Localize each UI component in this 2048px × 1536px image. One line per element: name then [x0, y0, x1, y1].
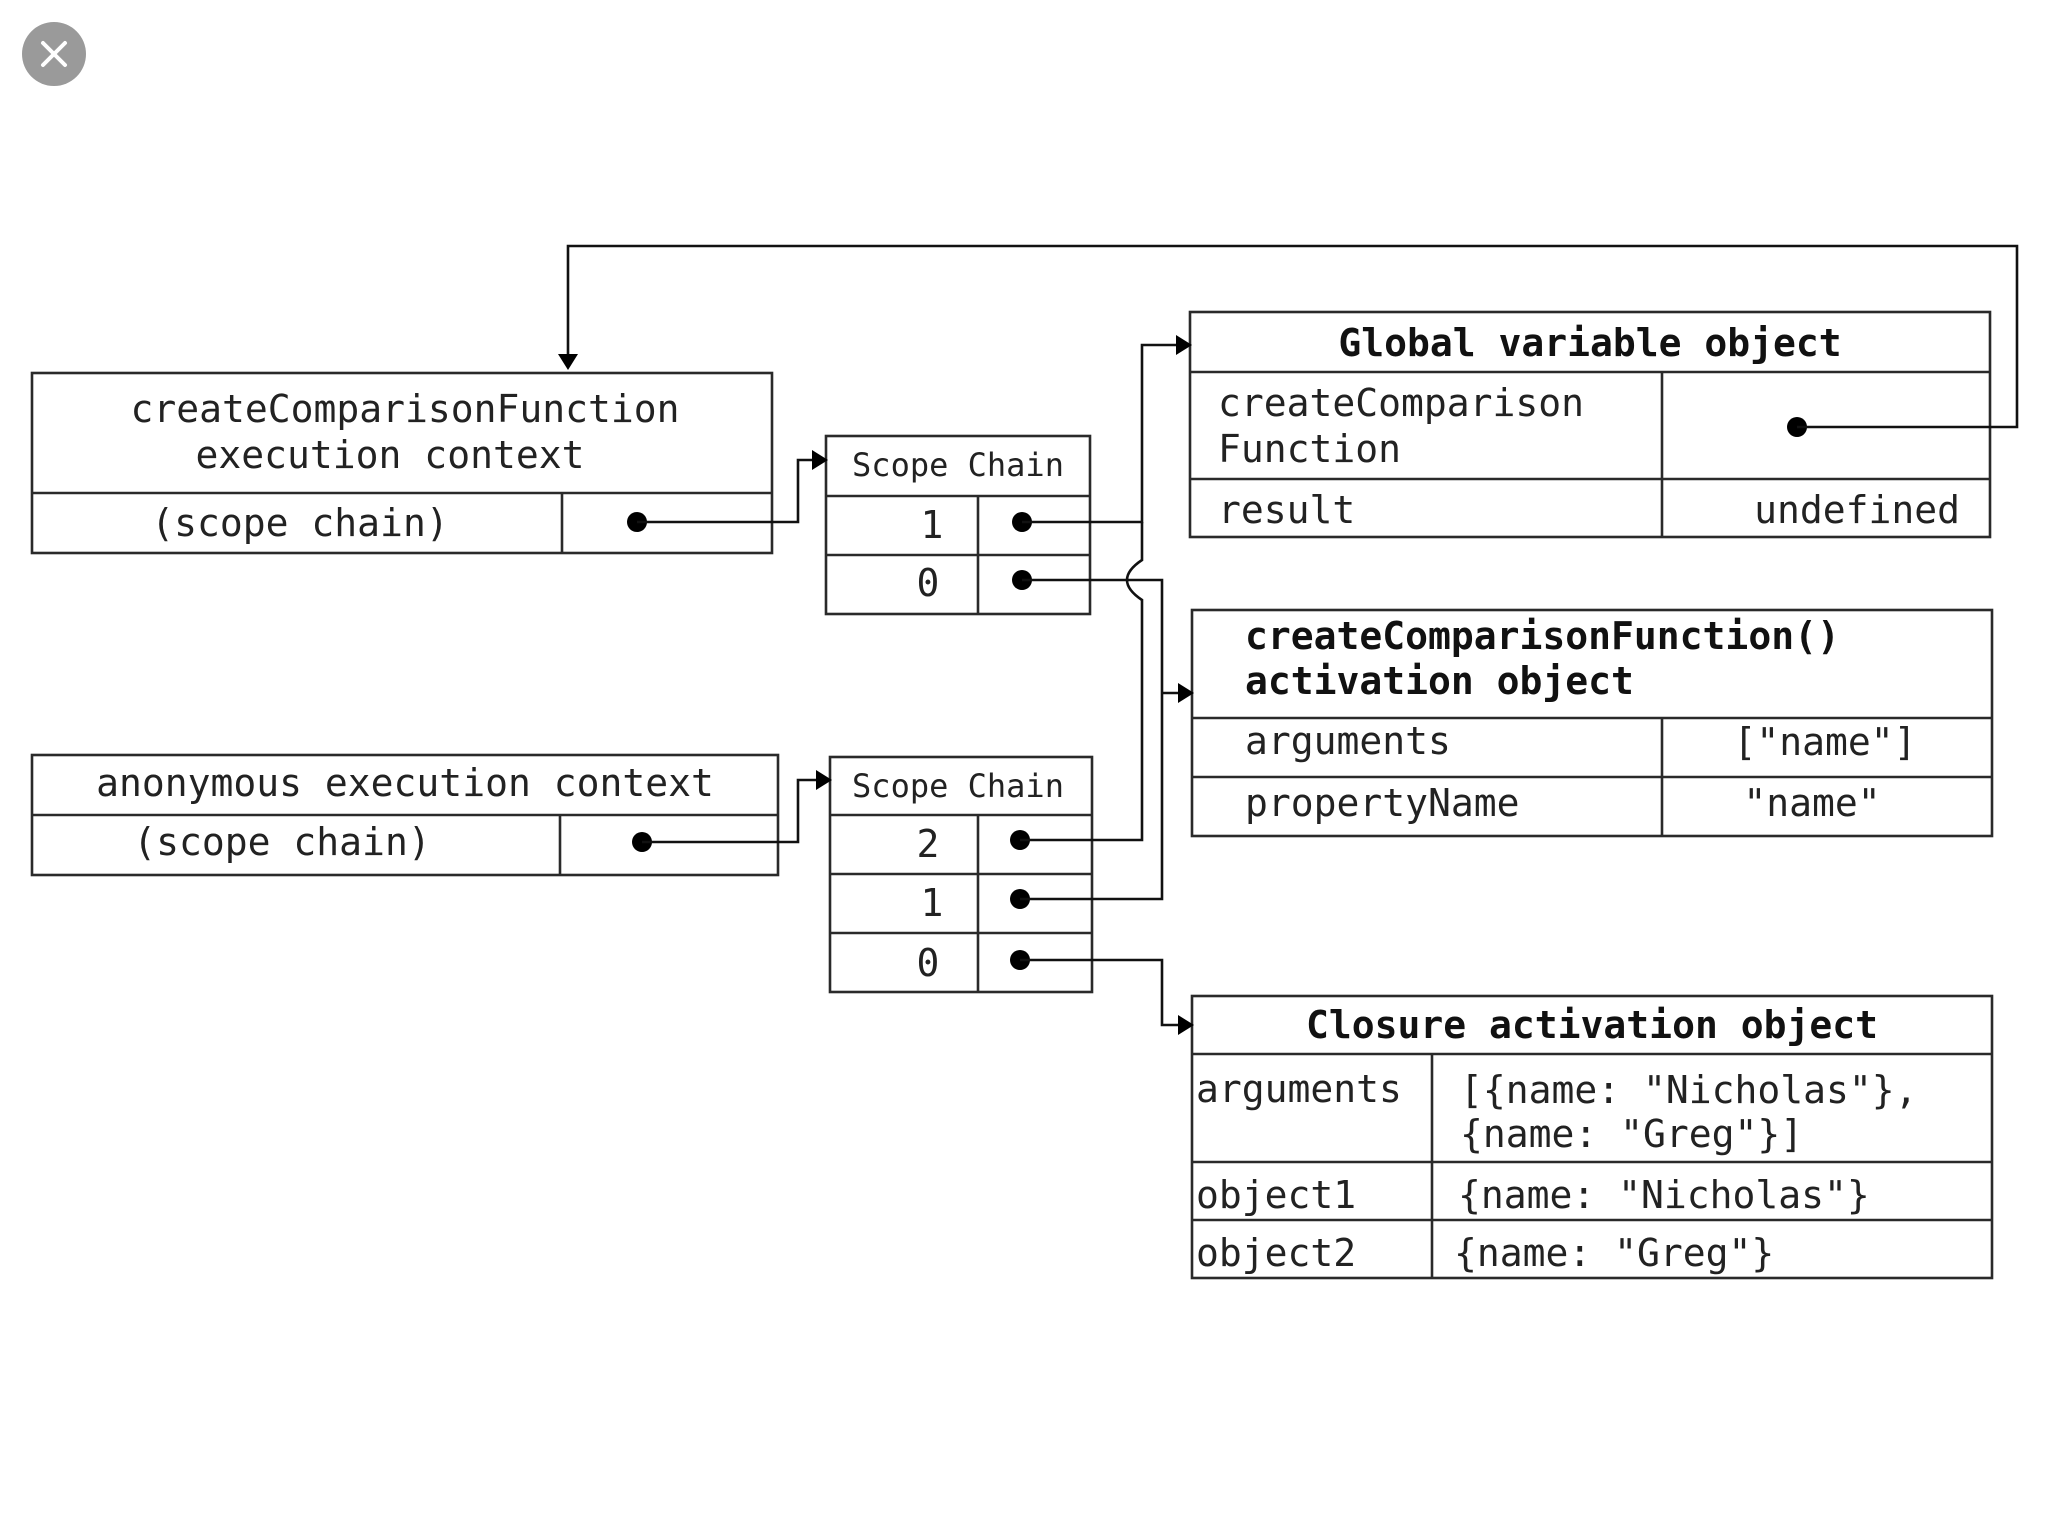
- global-object-key-line1: createComparison: [1218, 381, 1584, 425]
- anon-scope-chain-header: Scope Chain: [852, 767, 1064, 805]
- activation-arguments-value: ["name"]: [1733, 720, 1916, 764]
- outer-context-scope-label: (scope chain): [151, 501, 448, 545]
- closure-arguments-value-line1: [{name: "Nicholas"},: [1460, 1068, 1918, 1112]
- anon-context-scope-label: (scope chain): [133, 820, 430, 864]
- connector-activation-bus: [1020, 578, 1164, 901]
- activation-propertyname-value: "name": [1743, 781, 1880, 825]
- outer-scope-chain-header: Scope Chain: [852, 446, 1064, 484]
- global-object-key-line2: Function: [1218, 427, 1401, 471]
- activation-arguments-key: arguments: [1245, 719, 1451, 763]
- closure-object1-key: object1: [1196, 1173, 1356, 1217]
- arrowhead-outer-scope-chain: [812, 450, 828, 470]
- activation-object-title-line2: activation object: [1245, 659, 1634, 703]
- closure-activation-object: Closure activation object arguments [{na…: [1190, 994, 1994, 1280]
- closure-object1-value: {name: "Nicholas"}: [1458, 1173, 1870, 1217]
- closure-arguments-key: arguments: [1196, 1067, 1402, 1111]
- arrowhead-closure-object: [1178, 1015, 1194, 1035]
- global-object-result-value: undefined: [1754, 488, 1960, 532]
- global-object-title: Global variable object: [1338, 321, 1841, 365]
- outer-scope-index-1: 1: [921, 503, 944, 547]
- outer-scope-chain-box: [824, 434, 1092, 616]
- activation-object: createComparisonFunction() activation ob…: [1190, 608, 1994, 838]
- anon-scope-index-0: 0: [917, 941, 940, 985]
- outer-scope-chain: Scope Chain 1 0: [824, 434, 1092, 616]
- global-variable-object: Global variable object createComparison …: [1188, 310, 1992, 539]
- connector-anon-2-to-global: [1020, 522, 1144, 842]
- connector-anon-context-to-scope-chain: [642, 778, 818, 844]
- anon-scope-index-2: 2: [917, 822, 940, 866]
- arrowhead-anon-scope-chain: [816, 770, 832, 790]
- outer-context-title-line1: createComparisonFunction: [130, 387, 679, 431]
- arrowhead-activation-object: [1178, 683, 1194, 703]
- arrowhead-outer-context: [558, 354, 578, 370]
- closure-object2-value: {name: "Greg"}: [1454, 1231, 1774, 1275]
- arrowhead-global-object: [1176, 335, 1192, 355]
- anon-scope-chain: Scope Chain 2 1 0: [828, 755, 1094, 994]
- close-icon: [41, 41, 67, 67]
- outer-context-title-line2: execution context: [196, 433, 585, 477]
- activation-object-box: [1190, 608, 1994, 838]
- global-object-box: [1188, 310, 1992, 539]
- activation-propertyname-key: propertyName: [1245, 781, 1520, 825]
- closure-object-title: Closure activation object: [1306, 1003, 1878, 1047]
- activation-object-title-line1: createComparisonFunction(): [1245, 614, 1840, 658]
- closure-object2-key: object2: [1196, 1231, 1356, 1275]
- connector-outer-context-to-scope-chain: [637, 458, 814, 524]
- connector-outer-1-to-global: [1022, 343, 1178, 524]
- pointer-connectors: [558, 244, 2019, 1035]
- anonymous-execution-context: anonymous execution context (scope chain…: [30, 753, 780, 877]
- anon-scope-index-1: 1: [921, 881, 944, 925]
- closure-arguments-value-line2: {name: "Greg"}]: [1460, 1112, 1803, 1156]
- closure-object-box: [1190, 994, 1994, 1280]
- connector-anon-0-to-closure: [1020, 958, 1180, 1027]
- outer-execution-context: createComparisonFunction execution conte…: [30, 371, 774, 555]
- close-button[interactable]: [22, 22, 86, 86]
- connector-global-function-to-context: [566, 244, 2019, 429]
- outer-scope-index-0: 0: [917, 561, 940, 605]
- anon-context-title: anonymous execution context: [96, 761, 714, 805]
- global-object-result-key: result: [1218, 488, 1355, 532]
